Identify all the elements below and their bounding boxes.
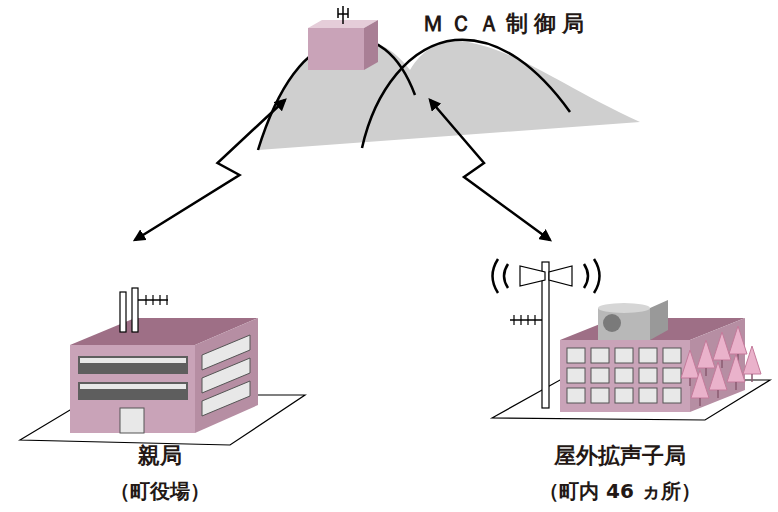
tree-trunk — [735, 382, 737, 390]
mountain-ridge — [362, 40, 570, 148]
tree-trunk — [717, 390, 719, 398]
control-station — [308, 6, 378, 70]
control-station-node: ＭＣＡ制御局 — [255, 4, 600, 100]
window — [639, 368, 657, 383]
station-node: 屋外拡声子局 （町内 46 ヵ所） — [470, 240, 770, 508]
tree — [743, 346, 761, 374]
tree — [691, 370, 709, 398]
tree — [709, 362, 727, 390]
window — [567, 348, 585, 363]
loudspeaker-station — [492, 259, 770, 420]
window — [663, 388, 681, 403]
station-node: 親局 （町役場） — [30, 240, 290, 508]
window — [615, 348, 633, 363]
tree-trunk — [705, 368, 707, 376]
window — [639, 388, 657, 403]
radio-link — [135, 100, 285, 240]
window — [567, 368, 585, 383]
window — [615, 388, 633, 403]
window — [567, 388, 585, 403]
tree — [713, 332, 731, 360]
window — [591, 348, 609, 363]
window — [663, 368, 681, 383]
window — [591, 388, 609, 403]
window — [663, 348, 681, 363]
tree — [697, 340, 715, 368]
town-hall-building — [20, 288, 305, 445]
tree-trunk — [699, 398, 701, 406]
station-note: （町内 46 ヵ所） — [539, 479, 701, 504]
window — [591, 368, 609, 383]
tree — [727, 354, 745, 382]
window — [615, 368, 633, 383]
radio-link — [430, 100, 550, 240]
station-name: ＭＣＡ制御局 — [422, 10, 590, 38]
tree — [681, 350, 699, 378]
tree-trunk — [721, 360, 723, 368]
station-name: 親局 — [138, 442, 182, 470]
tree-trunk — [751, 374, 753, 382]
tree-trunk — [689, 378, 691, 386]
window — [639, 348, 657, 363]
tree — [729, 326, 747, 354]
station-note: （町役場） — [110, 479, 210, 504]
station-name: 屋外拡声子局 — [554, 442, 686, 470]
